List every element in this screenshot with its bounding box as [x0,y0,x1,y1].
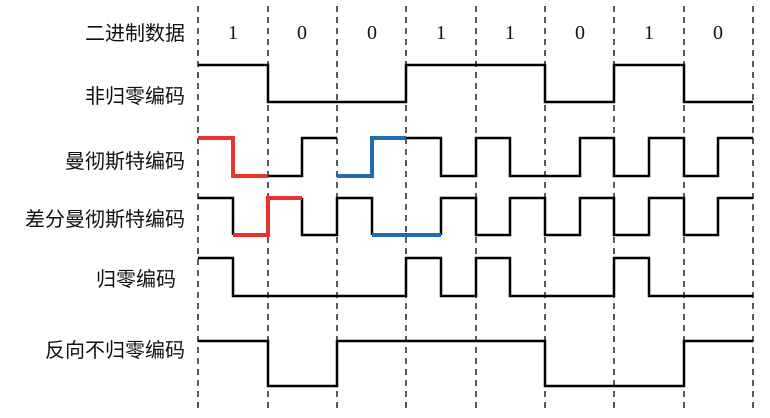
diff-manchester-waveform [300,196,374,237]
bit-value: 0 [713,22,723,44]
manchester-highlight-red [198,136,268,178]
row-label-diff-manchester: 差分曼彻斯特编码 [25,207,185,231]
manchester-highlight-blue [337,136,406,178]
row-label-nrzi: 反向不归零编码 [45,338,185,362]
diff-manchester-highlight-red [233,196,302,237]
header-label: 二进制数据 [85,21,185,45]
row-label-manchester: 曼彻斯特编码 [65,149,185,173]
diff-manchester-waveform [198,196,235,235]
nrzi-waveform [198,339,753,388]
bit-value: 1 [436,22,446,44]
bit-value: 1 [644,22,654,44]
nrz-waveform [198,63,753,104]
row-label-nrz: 非归零编码 [85,84,185,108]
bit-value: 1 [228,22,238,44]
manchester-waveform [268,136,337,178]
diff-manchester-waveform [439,196,753,237]
bit-value: 1 [505,22,515,44]
row-label-rz: 归零编码 [96,267,176,291]
manchester-waveform [406,136,753,178]
bit-value: 0 [575,22,585,44]
rz-waveform [198,256,753,298]
bit-values: 1 0 0 1 1 0 1 0 [228,22,723,44]
waveforms [198,63,753,388]
bit-value: 0 [367,22,377,44]
highlights [198,136,441,237]
bit-value: 0 [297,22,307,44]
